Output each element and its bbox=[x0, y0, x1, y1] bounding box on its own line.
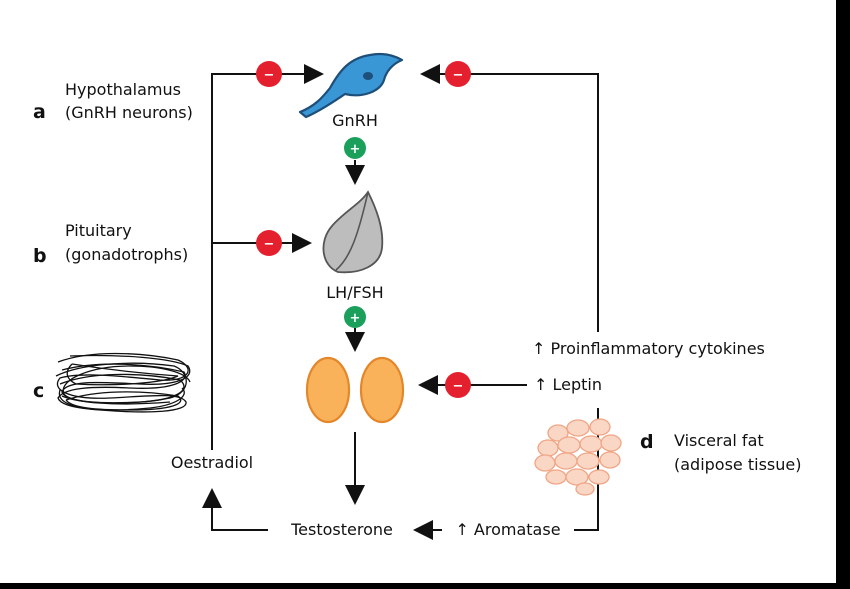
inhibit-badge-cytokines: − bbox=[445, 61, 471, 87]
leptin-label: ↑ Leptin bbox=[534, 375, 602, 394]
diagram-panel bbox=[0, 0, 836, 583]
lhfsh-label: LH/FSH bbox=[326, 283, 383, 302]
svg-text:−: − bbox=[264, 68, 275, 83]
stimulate-badge-lhfsh: + bbox=[344, 306, 366, 328]
svg-text:−: − bbox=[453, 68, 464, 83]
gnrh-neurons-label: (GnRH neurons) bbox=[65, 103, 193, 122]
section-letter-d: d bbox=[640, 431, 654, 453]
visceral-fat-label: Visceral fat bbox=[674, 431, 764, 450]
cytokine-feedback-rail bbox=[420, 64, 599, 332]
inhibit-badge-pituitary: − bbox=[256, 230, 282, 256]
svg-text:+: + bbox=[350, 311, 361, 326]
visceral-fat-icon bbox=[534, 418, 622, 496]
testosterone-to-oestradiol-arrow bbox=[202, 488, 268, 531]
redacted-scribble bbox=[55, 352, 191, 413]
gnrh-label: GnRH bbox=[332, 111, 378, 130]
section-letter-c: c bbox=[33, 380, 44, 402]
cytokines-label: ↑ Proinflammatory cytokines bbox=[532, 339, 765, 358]
testosterone-label: Testosterone bbox=[290, 520, 393, 539]
svg-text:−: − bbox=[264, 237, 275, 252]
pituitary-icon bbox=[322, 190, 384, 274]
stimulate-badge-gnrh: + bbox=[344, 137, 366, 159]
pituitary-label: Pituitary bbox=[65, 221, 132, 240]
inhibit-badge-leptin: − bbox=[445, 372, 471, 398]
gonadotrophs-label: (gonadotrophs) bbox=[65, 245, 188, 264]
svg-text:+: + bbox=[350, 142, 361, 157]
oestradiol-label: Oestradiol bbox=[171, 453, 253, 472]
aromatase-label: ↑ Aromatase bbox=[455, 520, 560, 539]
gnrh-neuron-icon bbox=[298, 52, 404, 119]
hypothalamus-label: Hypothalamus bbox=[65, 80, 181, 99]
inhibit-badge-hypothalamus: − bbox=[256, 61, 282, 87]
testes-icon bbox=[305, 356, 405, 424]
section-letter-b: b bbox=[33, 245, 47, 267]
adipose-tissue-label: (adipose tissue) bbox=[674, 455, 801, 474]
oestradiol-feedback-rail bbox=[211, 64, 324, 450]
svg-text:−: − bbox=[453, 379, 464, 394]
section-letter-a: a bbox=[33, 101, 46, 123]
